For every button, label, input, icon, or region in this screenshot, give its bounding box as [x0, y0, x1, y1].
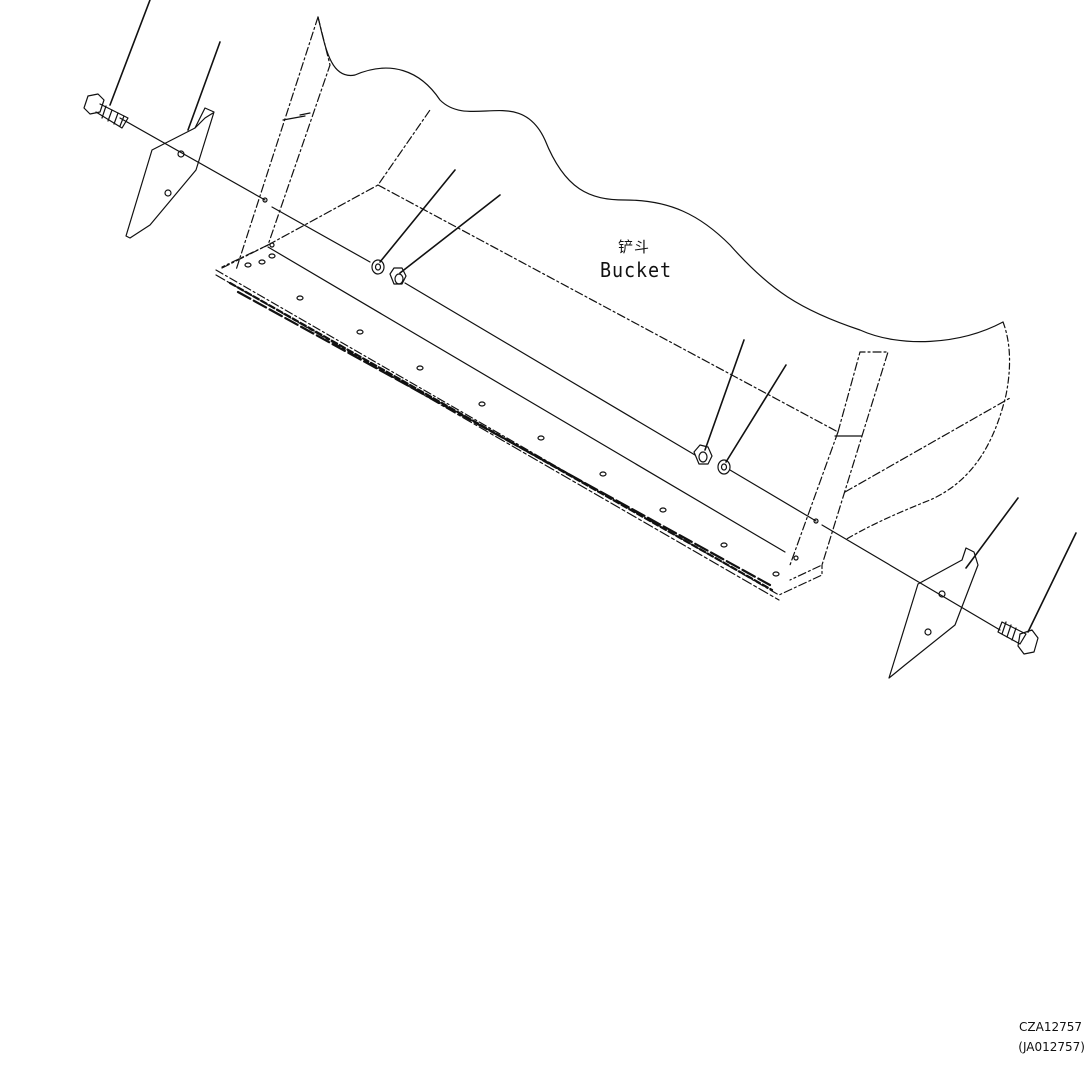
right-bolt	[997, 621, 1039, 655]
leader-left-washer	[379, 169, 456, 263]
left-bolt	[83, 93, 129, 129]
drawing-code-alt: (JA012757)	[1018, 1040, 1085, 1054]
leader-left-nut	[399, 194, 501, 274]
left-washer	[371, 259, 385, 275]
leader-right-cutter	[965, 497, 1019, 569]
left-side-cutter	[125, 107, 215, 239]
bucket-cutaway-edge	[317, 16, 1004, 343]
leader-left-bolt	[109, 0, 151, 106]
leader-right-washer	[725, 364, 787, 463]
right-washer	[717, 459, 731, 475]
drawing-code: CZA12757	[1019, 1020, 1082, 1034]
inner-bottom-edge	[267, 109, 431, 246]
leader-right-bolt	[1027, 532, 1077, 633]
leader-left-cutter	[187, 41, 221, 131]
left-nut	[389, 267, 407, 285]
bucket-label-chinese: 铲斗	[618, 238, 651, 256]
cutting-edge-top	[267, 246, 786, 553]
bucket-body	[215, 16, 1011, 601]
right-side-cutter	[888, 547, 979, 679]
bucket-label-english: Bucket	[600, 258, 672, 282]
right-side-plate	[789, 351, 889, 581]
leader-lines	[109, 0, 1077, 633]
leader-right-nut	[704, 339, 745, 451]
right-nut	[693, 444, 713, 465]
edge-bolt-holes	[244, 197, 819, 577]
assembly-center-line	[119, 117, 1001, 631]
cutting-edge-front	[215, 269, 823, 596]
left-side-plate	[221, 16, 331, 271]
bucket-right-cutaway	[844, 321, 1011, 541]
